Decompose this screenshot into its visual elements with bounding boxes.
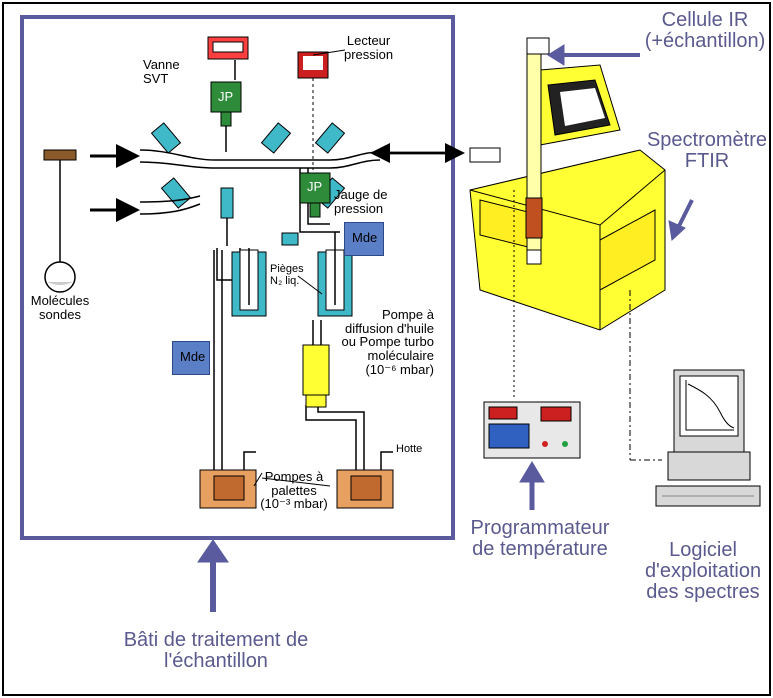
probe-molecules [43, 149, 77, 293]
palettes-line1: Pompes à [264, 469, 324, 484]
rack-frame [20, 15, 455, 540]
logiciel-label: Logiciel d'exploitation des spectres [636, 540, 770, 603]
ftir-spectrometer [469, 64, 666, 331]
pompe-line5: (10⁻⁶ mbar) [365, 361, 434, 377]
molecules-line1: Molécules [30, 293, 90, 308]
cellule-ir-line1: Cellule IR [661, 9, 749, 31]
jp-mid-gauge [299, 172, 331, 204]
pompe-line3: ou Pompe turbo [341, 334, 434, 350]
pointer-arrows [197, 44, 694, 612]
temperature-programmer [483, 401, 581, 459]
bati-line1: Bâti de traitement de [123, 629, 309, 651]
vanne-svt-label: Vanne SVT [143, 58, 180, 85]
bati-traitement-label: Bâti de traitement de l'échantillon [96, 630, 336, 672]
trap-right [317, 231, 353, 317]
vanne-line2: SVT [143, 70, 169, 86]
pompe-line1: Pompe à [381, 307, 434, 322]
left-vertical-valve [220, 187, 234, 219]
spectro-line2: FTIR [684, 150, 730, 172]
jauge-line2: pression [334, 200, 384, 216]
hotte-label: Hotte [396, 443, 423, 455]
small-valve [281, 232, 299, 246]
jp-top-gauge [210, 81, 242, 113]
programmateur-line2: de température [472, 538, 608, 560]
programmateur-label: Programmateur de température [460, 518, 620, 560]
mde-left-label: Mde [180, 349, 206, 364]
diffusion-pump [302, 344, 330, 396]
pompe-diffusion-label: Pompe à diffusion d'huile ou Pompe turbo… [314, 308, 434, 376]
logiciel-line3: des spectres [646, 581, 760, 603]
pompe-line2: diffusion d'huile [345, 320, 434, 336]
programmateur-line1: Programmateur [470, 517, 610, 539]
bati-line2: l'échantillon [164, 650, 268, 672]
molecules-line2: sondes [39, 306, 81, 322]
jp-top-label: JP [218, 89, 234, 104]
cellule-ir-line2: (+échantillon) [644, 30, 766, 52]
palettes-line3: (10⁻³ mbar) [260, 496, 328, 512]
pump-pipes [213, 250, 365, 470]
ir-cell [525, 37, 550, 265]
mde-right-label: Mde [352, 230, 378, 245]
mde-box-right: Mde [344, 222, 384, 256]
spectro-line1: Spectromètre [646, 129, 768, 151]
logiciel-line2: d'exploitation [644, 560, 762, 582]
jp-mid-label: JP [307, 179, 323, 194]
jauge-pression-label: Jauge de pression [334, 188, 388, 215]
computer [655, 369, 761, 507]
rotary-pump-right [336, 451, 394, 509]
cellule-ir-label: Cellule IR (+échantillon) [642, 10, 768, 52]
mde-box-left: Mde [172, 341, 210, 375]
lecteur-line2: pression [344, 46, 394, 62]
lecteur-pression-label: Lecteur pression [344, 34, 393, 61]
molecules-sondes-label: Molécules sondes [30, 294, 90, 321]
palettes-line2: palettes [271, 482, 317, 498]
spectrometre-label: Spectromètre FTIR [644, 130, 770, 172]
logiciel-line1: Logiciel [669, 539, 737, 561]
pieges-line2: N₂ liq. [270, 274, 300, 287]
lecteur-line1: Lecteur [346, 33, 391, 48]
trap-left [216, 248, 267, 317]
manifold-pipes [139, 149, 381, 233]
pompes-palettes-label: Pompes à palettes (10⁻³ mbar) [252, 470, 336, 511]
pieges-label: Pièges N₂ liq. [270, 263, 304, 287]
vanne-line1: Vanne [143, 57, 180, 72]
pompe-line4: moléculaire [367, 347, 434, 363]
pieges-line1: Pièges [270, 263, 304, 275]
jauge-line1: Jauge de [334, 187, 388, 202]
rotary-pump-left [199, 451, 257, 509]
